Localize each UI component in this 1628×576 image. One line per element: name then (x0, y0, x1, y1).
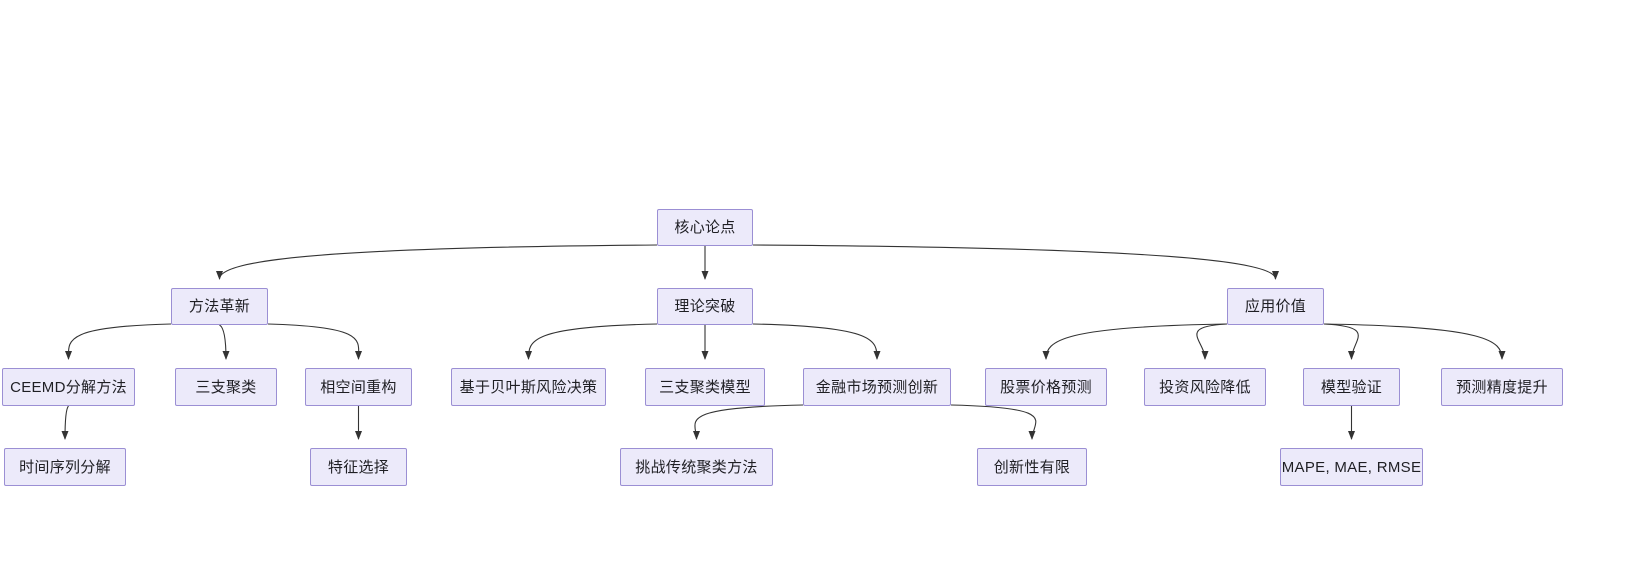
edge-l2c-to-l3j (1323, 323, 1506, 360)
node-l3f[interactable]: 金融市场预测创新 (803, 368, 951, 406)
node-label: 创新性有限 (993, 458, 1071, 476)
edge-l2c-to-l3h (1196, 323, 1228, 360)
node-label: 核心论点 (674, 219, 736, 236)
node-l2a[interactable]: 方法革新 (171, 288, 268, 325)
node-l2b[interactable]: 理论突破 (657, 288, 753, 325)
node-l3b[interactable]: 三支聚类 (175, 368, 277, 406)
edge-l2b-to-l3d (525, 323, 658, 360)
node-l4e[interactable]: MAPE, MAE, RMSE (1280, 448, 1423, 486)
edge-l2b-to-l3f (752, 323, 881, 360)
edge-l2c-to-l3i (1323, 323, 1359, 360)
node-l3d[interactable]: 基于贝叶斯风险决策 (451, 368, 606, 406)
node-label: 理论突破 (674, 298, 736, 315)
node-l3j[interactable]: 预测精度提升 (1441, 368, 1563, 406)
node-l3c[interactable]: 相空间重构 (305, 368, 412, 406)
node-label: 时间序列分解 (19, 458, 111, 476)
node-label: 基于贝叶斯风险决策 (459, 378, 598, 396)
edge-l2c-to-l3g (1042, 323, 1228, 360)
node-label: 方法革新 (188, 298, 251, 315)
edge-l3f-to-l4c (692, 404, 804, 440)
edge-l3a-to-l4a (61, 405, 69, 440)
node-l3a[interactable]: CEEMD分解方法 (2, 368, 135, 406)
node-l4c[interactable]: 挑战传统聚类方法 (620, 448, 773, 486)
node-l4b[interactable]: 特征选择 (310, 448, 407, 486)
edge-l2a-to-l3a (64, 323, 172, 360)
node-label: 金融市场预测创新 (815, 378, 939, 396)
node-label: 股票价格预测 (1000, 378, 1092, 396)
node-label: 应用价值 (1244, 298, 1307, 315)
node-label: 模型验证 (1320, 378, 1383, 396)
edge-l2a-to-l3c (267, 323, 363, 360)
node-label: 三支聚类 (195, 378, 257, 396)
node-l4a[interactable]: 时间序列分解 (4, 448, 126, 486)
node-label: 投资风险降低 (1159, 378, 1251, 396)
node-label: 挑战传统聚类方法 (635, 458, 758, 476)
node-label: CEEMD分解方法 (10, 378, 127, 396)
node-label: 相空间重构 (320, 378, 397, 396)
node-label: 预测精度提升 (1456, 378, 1548, 396)
edge-paths (61, 244, 1506, 440)
edge-l3f-to-l4d (950, 404, 1037, 440)
node-l3h[interactable]: 投资风险降低 (1144, 368, 1266, 406)
node-l3e[interactable]: 三支聚类模型 (645, 368, 765, 406)
node-root[interactable]: 核心论点 (657, 209, 753, 246)
node-label: 三支聚类模型 (659, 378, 751, 396)
node-l3g[interactable]: 股票价格预测 (985, 368, 1107, 406)
edge-l2a-to-l3b (219, 324, 230, 360)
node-l3i[interactable]: 模型验证 (1303, 368, 1400, 406)
edge-root-to-l2a (216, 244, 658, 280)
edge-root-to-l2c (752, 244, 1279, 280)
node-label: 特征选择 (327, 458, 390, 476)
node-l4d[interactable]: 创新性有限 (977, 448, 1087, 486)
node-label: MAPE, MAE, RMSE (1281, 458, 1422, 476)
node-l2c[interactable]: 应用价值 (1227, 288, 1324, 325)
